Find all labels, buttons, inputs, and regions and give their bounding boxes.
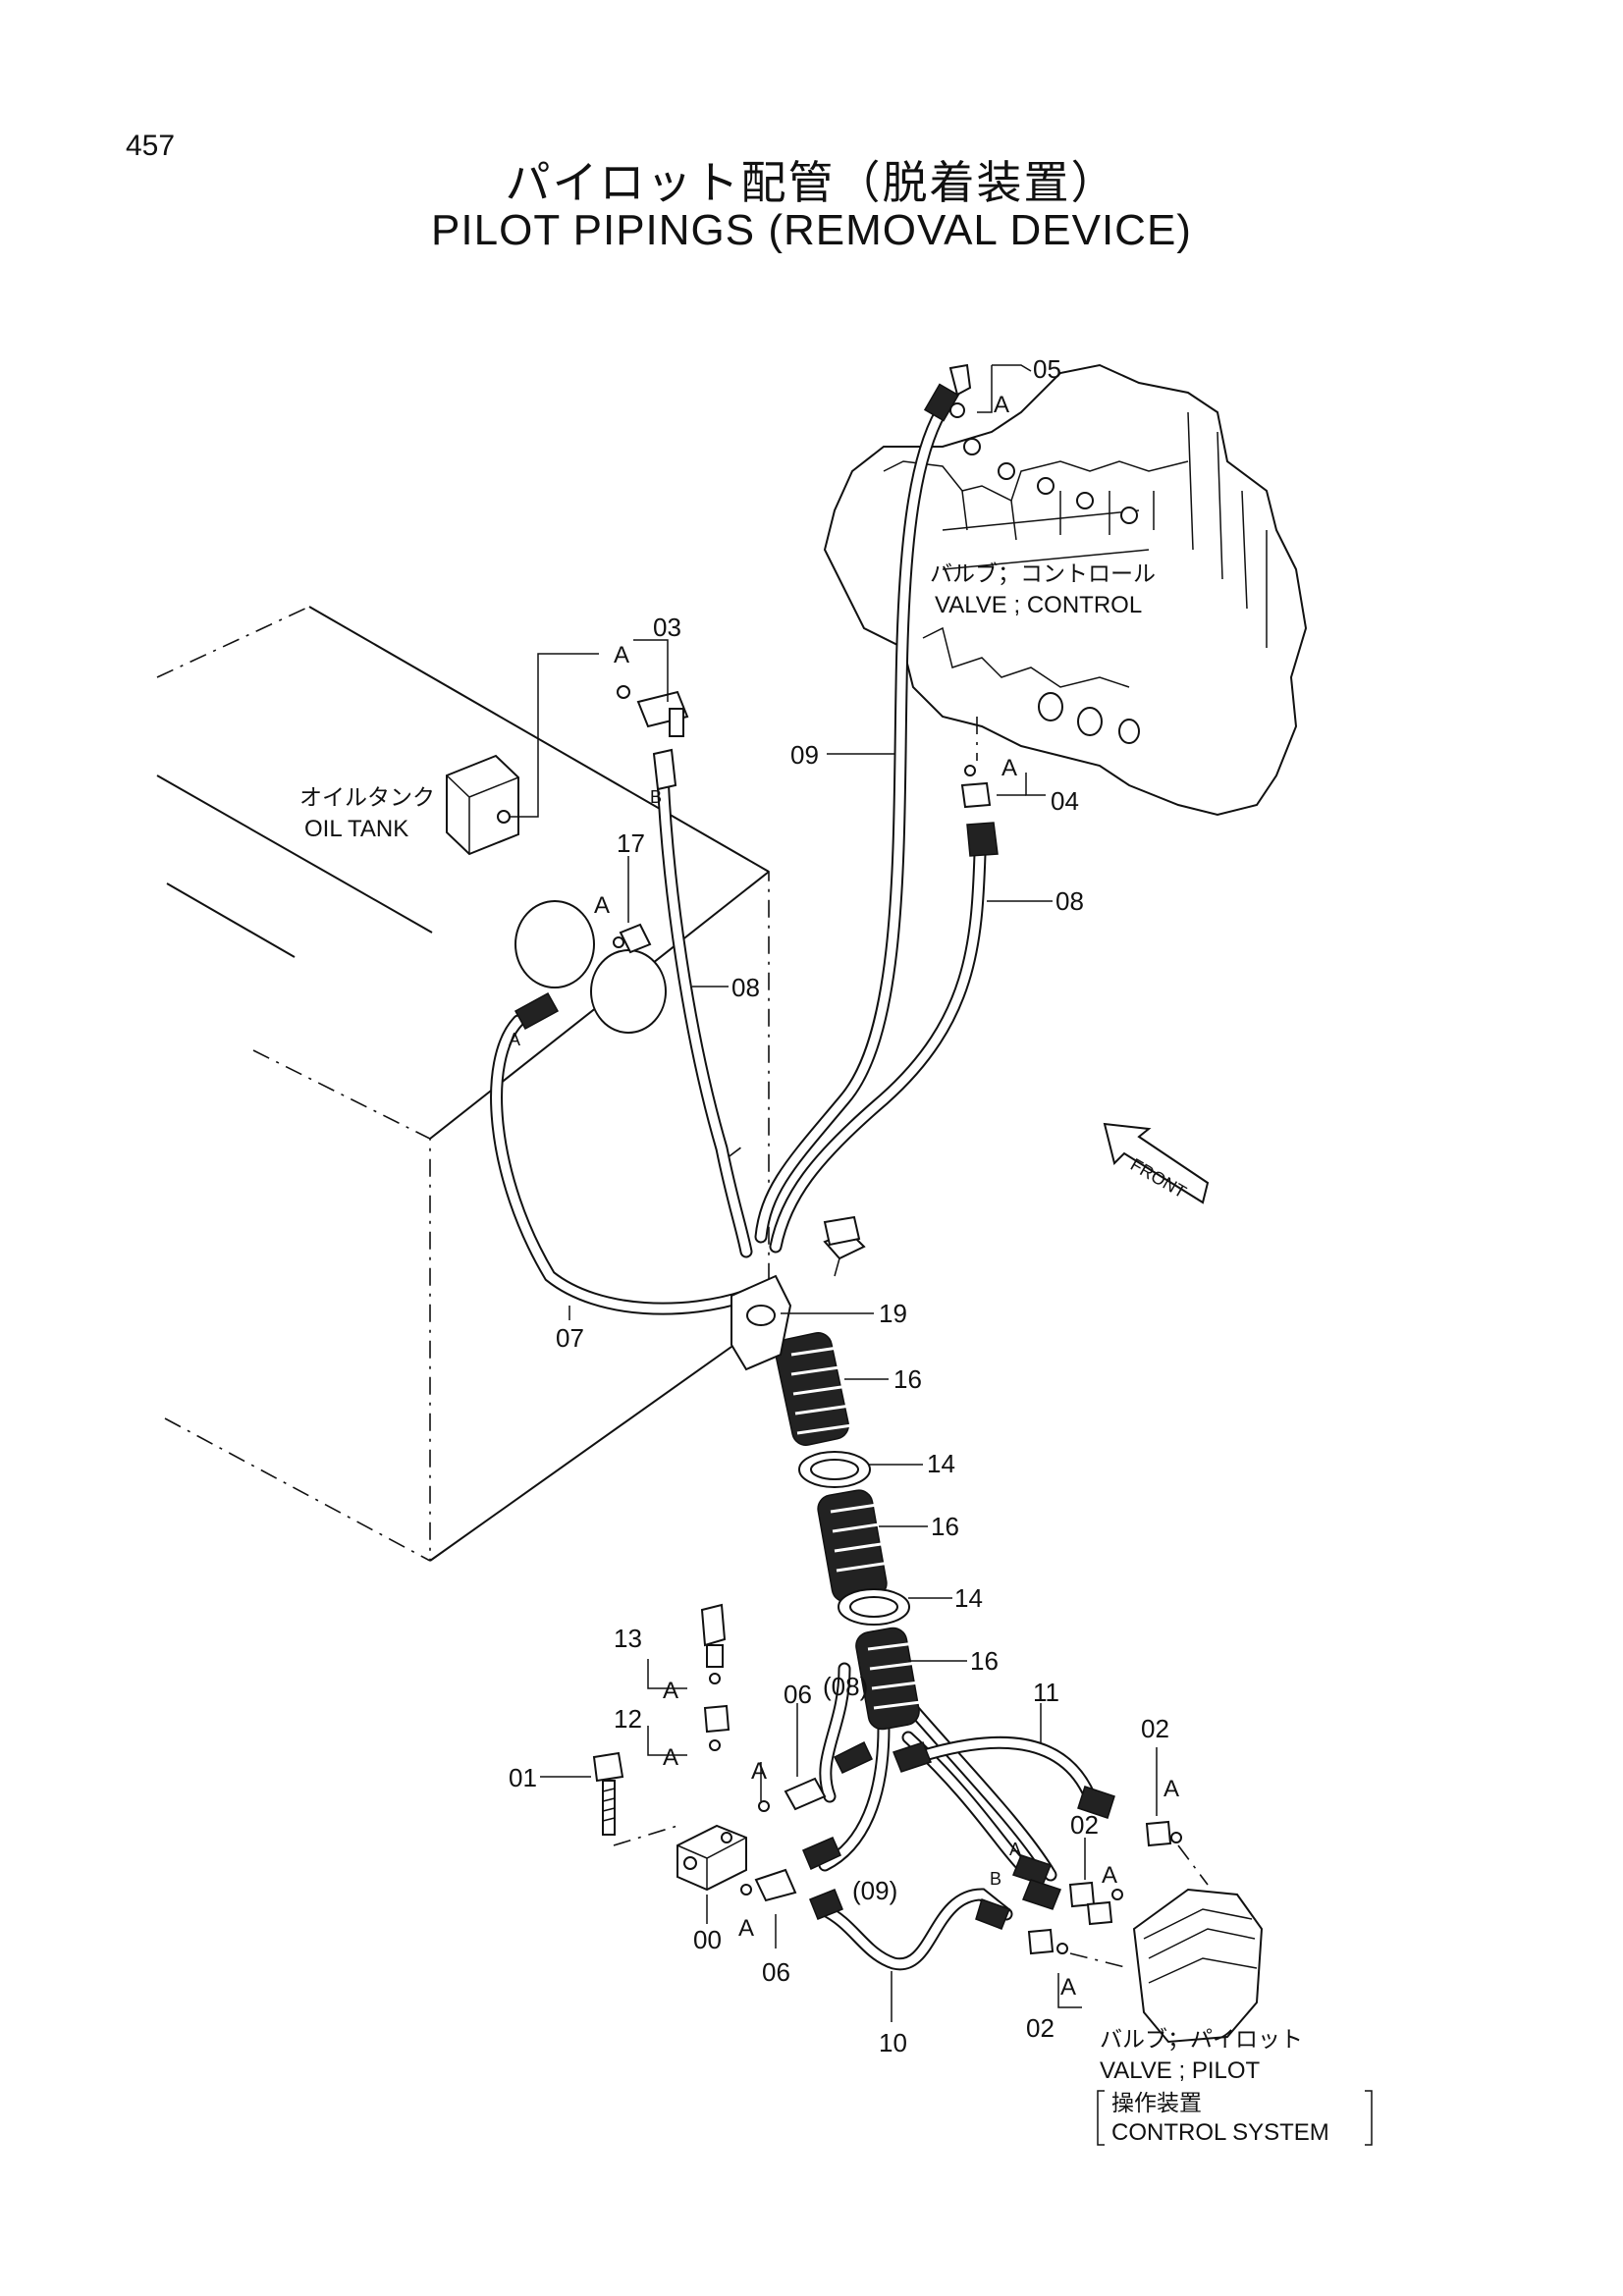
callout-09: 09 — [790, 740, 819, 770]
leader-lines — [540, 364, 1158, 2022]
callout-02-top: 02 — [1141, 1714, 1169, 1743]
callout-08-left: 08 — [731, 973, 760, 1002]
callout-12: 12 — [614, 1704, 642, 1734]
letter-a-17: A — [594, 892, 610, 919]
letter-a-13: A — [663, 1678, 678, 1704]
spiral-guard-16 — [775, 1332, 922, 1731]
callout-04: 04 — [1051, 786, 1079, 816]
callout-05: 05 — [1033, 354, 1061, 384]
oil-tank-label-en: OIL TANK — [304, 816, 408, 842]
oil-tank-port-box — [446, 653, 599, 856]
control-valve-label-ja: バルブ；コントロール — [930, 561, 1156, 587]
callout-07: 07 — [556, 1323, 584, 1353]
callout-numbers: 05 03 04 08 08 09 17 19 16 14 16 14 16 0… — [509, 354, 1169, 2057]
callout-16-bottom: 16 — [970, 1646, 999, 1676]
callout-13: 13 — [614, 1624, 642, 1653]
control-system-label-en: CONTROL SYSTEM — [1111, 2119, 1329, 2146]
page-number: 457 — [126, 130, 176, 162]
callout-19: 19 — [879, 1299, 907, 1328]
letter-a-06-bottom: A — [738, 1915, 754, 1942]
letter-a-06-top: A — [751, 1758, 767, 1785]
letter-a-07: A — [509, 1030, 520, 1049]
callout-00: 00 — [693, 1925, 722, 1954]
control-valve-drawing — [823, 363, 1308, 817]
letter-b-03: B — [650, 787, 662, 807]
letter-b-hose: B — [990, 1869, 1001, 1889]
callout-14-top: 14 — [927, 1449, 955, 1478]
callout-06-top: 06 — [784, 1680, 812, 1709]
callout-09-paren: (09) — [852, 1876, 897, 1905]
pilot-valve-label-ja: バルブ；パイロット — [1100, 2027, 1303, 2053]
letter-a-02-bottom: A — [1060, 1974, 1076, 2001]
letter-a-02-top: A — [1163, 1776, 1179, 1802]
letter-a-02-mid: A — [1102, 1862, 1117, 1889]
callout-10: 10 — [879, 2028, 907, 2057]
pilot-valve-label-en: VALVE ; PILOT — [1100, 2057, 1261, 2084]
control-valve-label-en: VALVE ; CONTROL — [935, 592, 1142, 618]
front-arrow: FRONT — [1103, 1122, 1210, 1204]
port-letters: A A B A A A A A A A A B A A A — [509, 392, 1179, 2001]
callout-11: 11 — [1033, 1678, 1059, 1707]
oil-tank-label-ja: オイルタンク — [299, 785, 435, 811]
callout-17: 17 — [617, 828, 645, 858]
callout-08-right: 08 — [1055, 886, 1084, 916]
bracket-left — [1097, 2090, 1105, 2146]
callout-16-top: 16 — [893, 1364, 922, 1394]
title-english: PILOT PIPINGS (REMOVAL DEVICE) — [431, 206, 1192, 254]
letter-a-05: A — [994, 392, 1009, 418]
callout-02-mid: 02 — [1070, 1810, 1099, 1840]
callout-01: 01 — [509, 1763, 537, 1792]
pilot-valve-drawing — [1069, 1844, 1264, 2044]
clamps — [730, 1230, 910, 1626]
callout-14-bottom: 14 — [954, 1583, 983, 1613]
letter-a-hose: A — [1009, 1840, 1021, 1859]
letter-a-03: A — [614, 642, 629, 668]
hoses — [490, 405, 1097, 1971]
title-japanese: パイロット配管（脱着装置） — [505, 156, 1118, 209]
round-covers — [514, 900, 667, 1034]
callout-02-bottom: 02 — [1026, 2013, 1055, 2043]
letter-a-04: A — [1001, 755, 1017, 781]
callout-08-paren: (08) — [823, 1672, 868, 1701]
bracket-right — [1365, 2090, 1373, 2146]
callout-03: 03 — [653, 613, 681, 642]
control-system-label-ja: 操作装置 — [1111, 2091, 1202, 2116]
fittings — [514, 363, 1182, 1955]
oil-tank-drawing — [156, 606, 770, 1562]
callout-16-mid: 16 — [931, 1512, 959, 1541]
callout-06-bottom: 06 — [762, 1957, 790, 1987]
letter-a-12: A — [663, 1744, 678, 1771]
